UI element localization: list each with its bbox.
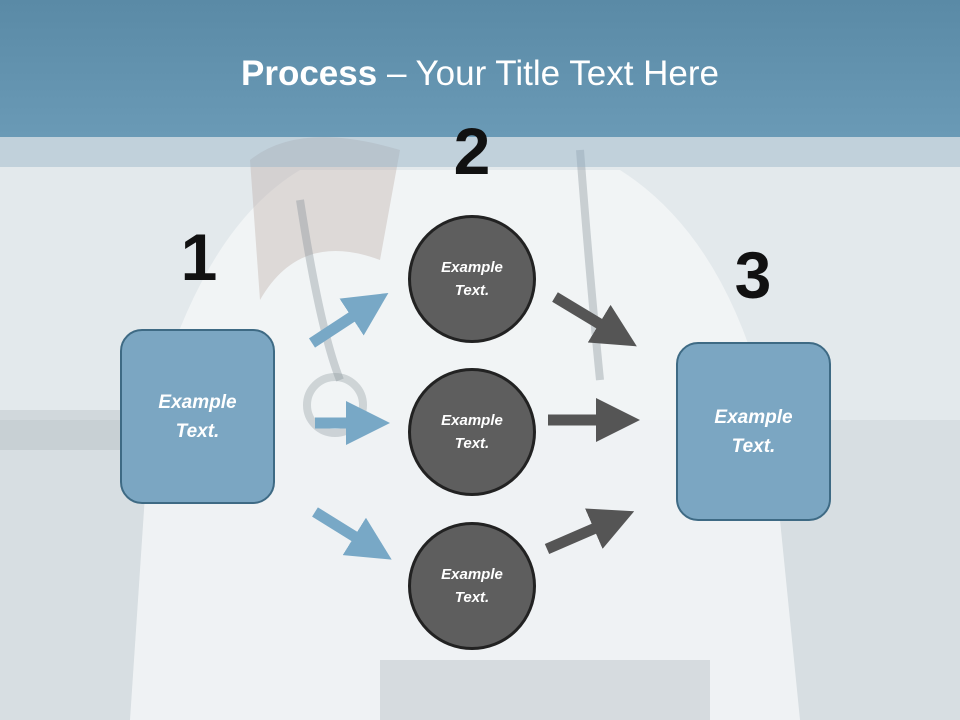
step-circle-2: Example Text. bbox=[408, 368, 536, 496]
arrow-left-to-circle-3 bbox=[312, 507, 392, 560]
step-circle-2-label: Example Text. bbox=[441, 412, 503, 452]
step-circle-1: Example Text. bbox=[408, 215, 536, 343]
arrow-circle-1-to-right bbox=[552, 292, 637, 347]
left-step-box-label: Example Text. bbox=[158, 391, 237, 442]
step-circle-3: Example Text. bbox=[408, 522, 536, 650]
header-bar bbox=[0, 0, 960, 137]
right-step-box-label: Example Text. bbox=[714, 406, 793, 457]
step-number-2: 2 bbox=[453, 114, 491, 188]
title-rest: – Your Title Text Here bbox=[377, 54, 719, 93]
title-bold: Process bbox=[241, 54, 378, 93]
step-number-1: 1 bbox=[180, 220, 218, 294]
arrow-circle-3-to-right bbox=[544, 508, 635, 555]
arrow-left-to-circle-1 bbox=[308, 292, 389, 348]
slide-title: Process – Your Title Text Here bbox=[0, 52, 960, 96]
step-number-3: 3 bbox=[734, 238, 772, 312]
step-circle-3-label: Example Text. bbox=[441, 566, 503, 606]
step-circle-1-label: Example Text. bbox=[441, 259, 503, 299]
left-step-box: Example Text. bbox=[120, 329, 275, 504]
header-band bbox=[0, 137, 960, 167]
right-step-box: Example Text. bbox=[676, 342, 831, 521]
